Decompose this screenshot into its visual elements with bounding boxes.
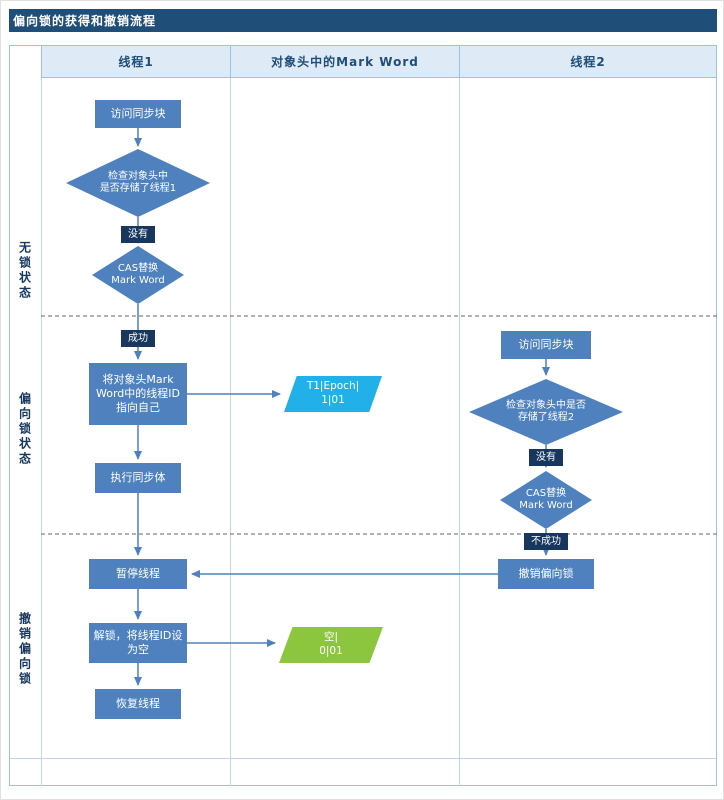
flow-label-t2-fail: 不成功 [524, 533, 568, 550]
lane-header-markword: 对象头中的Mark Word [230, 45, 460, 78]
flow-node-t1-resume-thread: 恢复线程 [95, 689, 181, 719]
flow-node-t1-pause-thread: 暂停线程 [89, 559, 187, 589]
flow-node-t1-access-sync: 访问同步块 [95, 100, 181, 128]
flow-node-t2-access-sync: 访问同步块 [501, 331, 591, 359]
flow-label-t1-success: 成功 [121, 330, 155, 347]
flow-label-t2-no: 没有 [529, 449, 563, 466]
flow-data-markword-biased: T1|Epoch| 1|01 [284, 376, 382, 412]
flow-label-t1-no: 没有 [121, 226, 155, 243]
flow-node-t1-unlock: 解锁，将线程ID设 为空 [89, 623, 187, 663]
flow-node-t1-exec-sync: 执行同步体 [95, 463, 181, 493]
lane-header-thread2: 线程2 [459, 45, 717, 78]
row-label-biased-state: 偏向锁状态 [17, 391, 32, 467]
diagram-title: 偏向锁的获得和撤销流程 [9, 9, 717, 32]
flow-node-t1-set-threadid: 将对象头Mark Word中的线程ID 指向自己 [89, 363, 187, 425]
flow-node-t2-revoke-biased: 撤销偏向锁 [498, 559, 594, 589]
grid-line-bottom [10, 758, 716, 759]
row-label-lockfree-state: 无锁状态 [17, 241, 32, 301]
grid-line-strip [41, 45, 42, 786]
grid-line-col2-col3 [459, 45, 460, 786]
lane-header-thread1: 线程1 [41, 45, 231, 78]
flow-data-markword-empty: 空| 0|01 [279, 627, 383, 663]
grid-line-col1-col2 [230, 45, 231, 786]
row-label-revoke-biased: 撤销偏向锁 [17, 611, 32, 687]
